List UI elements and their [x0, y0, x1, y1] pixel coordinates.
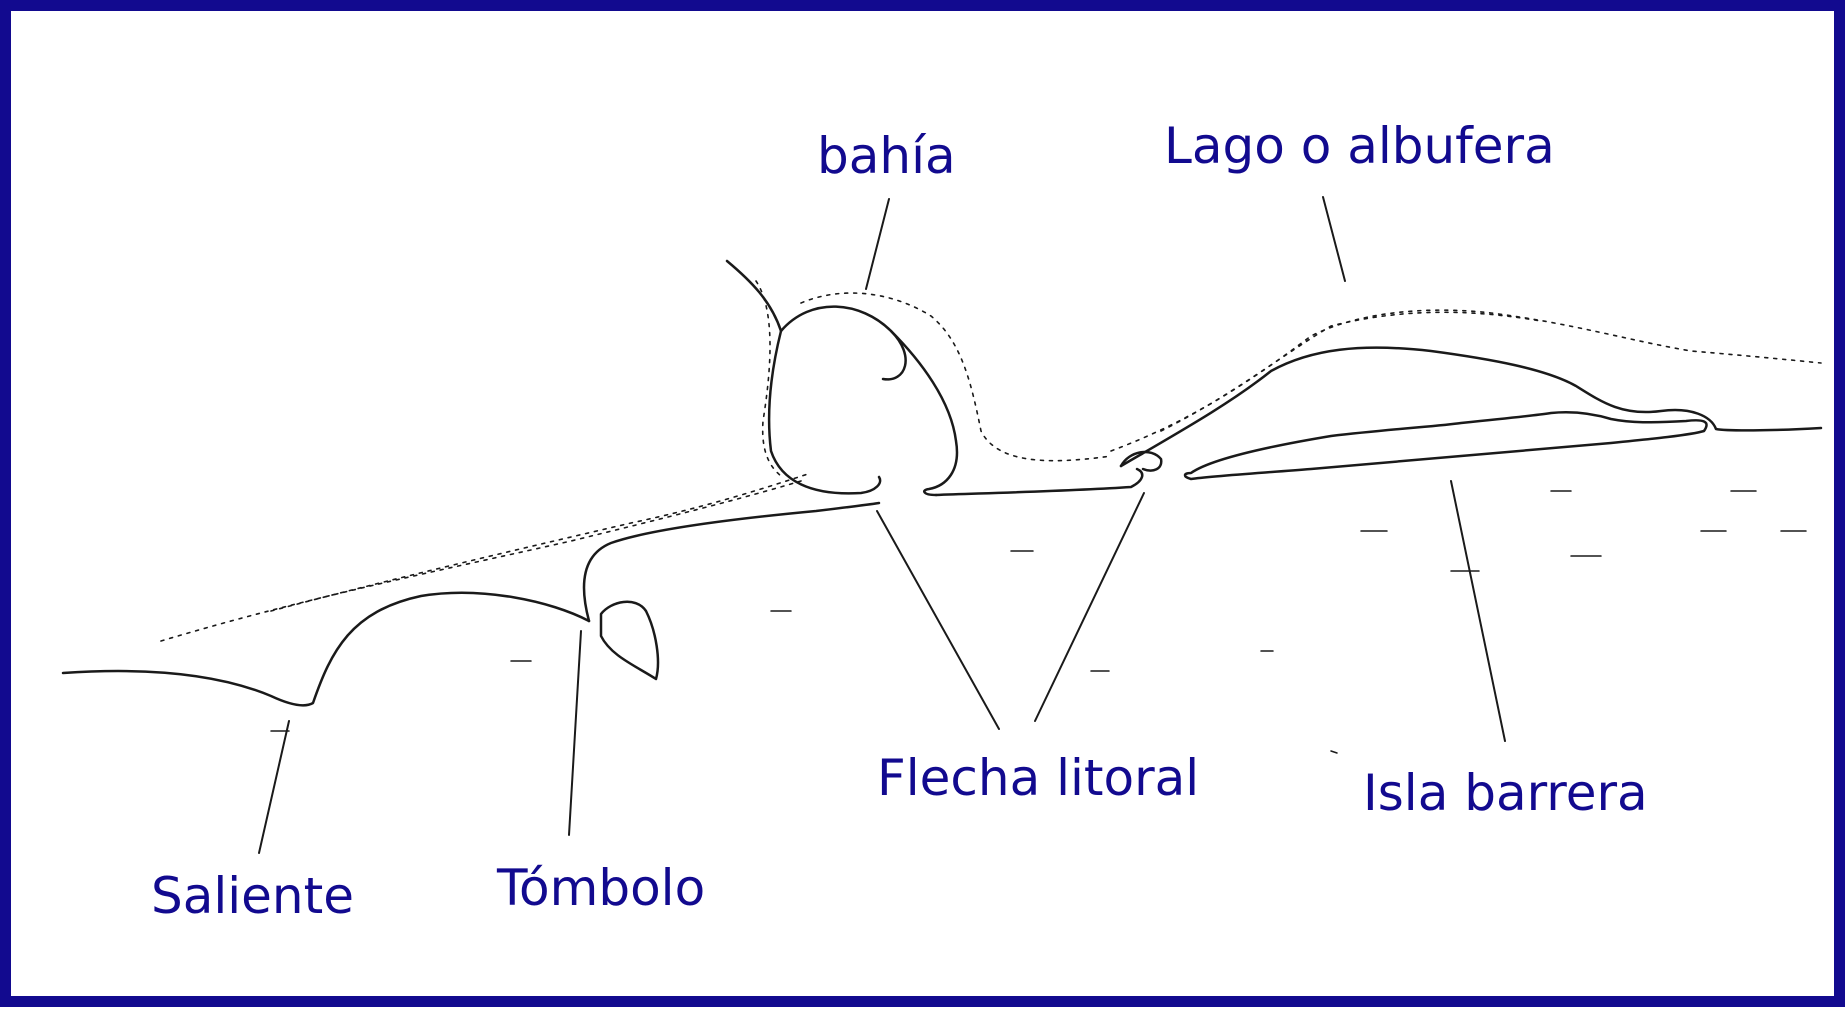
- lagoon-outline: [1121, 348, 1821, 466]
- leader-lago: [1323, 197, 1345, 281]
- leader-tombolo: [569, 631, 581, 835]
- bay-stipple: [756, 281, 781, 476]
- label-lago: Lago o albufera: [1164, 121, 1555, 171]
- leader-isla: [1451, 481, 1505, 741]
- label-saliente: Saliente: [151, 871, 354, 921]
- bay-outline: [727, 261, 880, 493]
- barrier-island: [1185, 412, 1707, 479]
- lagoon-stipple-2: [1161, 312, 1541, 431]
- leader-flecha-right: [1035, 493, 1144, 721]
- leader-saliente: [259, 721, 289, 853]
- spit-outline: [936, 469, 1142, 495]
- leader-flecha-left: [877, 511, 999, 729]
- label-bahia: bahía: [817, 131, 956, 181]
- beach-stipple-left: [161, 481, 801, 641]
- label-flecha: Flecha litoral: [877, 753, 1199, 803]
- tombolo-neck: [584, 503, 879, 621]
- bay-inner: [781, 307, 906, 380]
- lagoon-stipple: [1111, 310, 1821, 451]
- shoreline-salient: [63, 593, 589, 706]
- label-isla: Isla barrera: [1363, 768, 1648, 818]
- label-tombolo: Tómbolo: [497, 863, 705, 913]
- bay-hook: [891, 331, 957, 495]
- tombolo-island: [601, 602, 658, 679]
- leader-bahia: [866, 199, 889, 289]
- beach-stipple-left-2: [271, 473, 811, 611]
